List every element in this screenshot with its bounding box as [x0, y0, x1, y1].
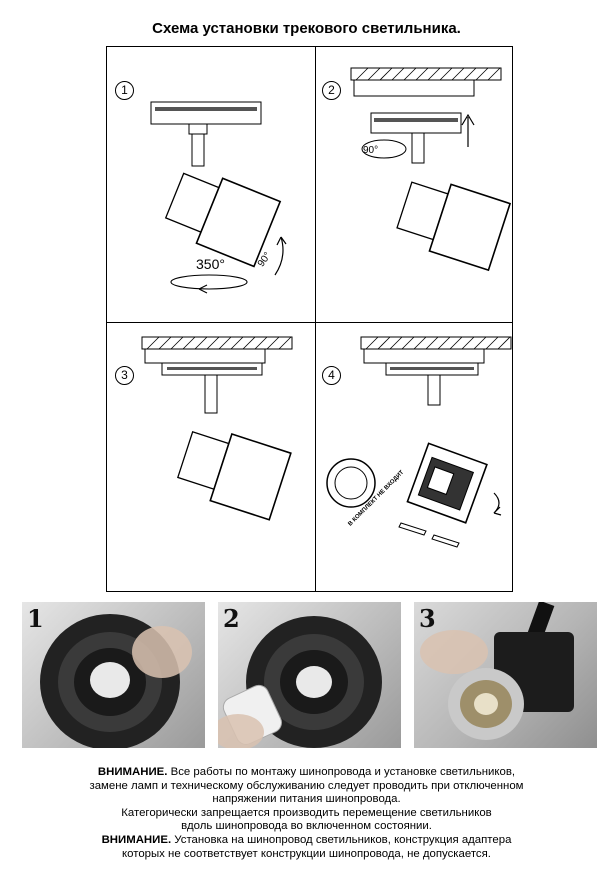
page-title: Схема установки трекового светильника. [152, 20, 461, 37]
step-number-badge: 3 [115, 366, 134, 385]
photo-2: 2 [218, 602, 401, 748]
step-3-illustration [141, 336, 293, 521]
prohibition-line-2: вдоль шинопровода во включенном состояни… [181, 820, 432, 833]
photo-3-spotlight-image [420, 602, 574, 740]
warning-1-line-2: замене ламп и техническому обслуживанию … [89, 779, 524, 792]
step-2-illustration: 90° [350, 67, 512, 272]
photo-3: 3 [414, 602, 597, 748]
step-number-badge: 1 [115, 81, 134, 100]
photo-1: 1 [22, 602, 205, 748]
photo-2-spotlight-image [218, 616, 382, 748]
step-1-panel: 1 90° 350° [107, 47, 315, 322]
step-2-panel: 2 90° [316, 47, 514, 322]
step-4-illustration: В КОМПЛЕКТ НЕ ВХОДИТ [326, 336, 512, 548]
step-number-badge: 4 [322, 366, 341, 385]
warning-2-label: ВНИМАНИЕ. [101, 833, 172, 846]
rotation-label: 90° [363, 145, 378, 156]
warning-1-line-3: напряжении питания шинопровода. [212, 793, 401, 806]
step-number-badge: 2 [322, 81, 341, 100]
warning-2-text: Установка на шинопровод светильников, ко… [171, 833, 512, 846]
warning-1-line-1: ВНИМАНИЕ. Все работы по монтажу шинопров… [0, 766, 613, 780]
photo-number: 1 [27, 604, 44, 633]
grid-divider-vertical [315, 47, 316, 591]
warning-1-label: ВНИМАНИЕ. [97, 766, 168, 778]
step-1-illustration: 90° 350° [150, 101, 287, 294]
warning-2-line-1: ВНИМАНИЕ. Установка на шинопровод светил… [0, 834, 613, 848]
step-3-panel: 3 [107, 323, 315, 593]
photo-1-spotlight-image [40, 614, 192, 748]
safety-notes: ВНИМАНИЕ. Все работы по монтажу шинопров… [0, 766, 613, 861]
prohibition-line-1: Категорически запрещается производить пе… [121, 806, 492, 819]
step-4-panel: 4 [316, 323, 514, 593]
installation-diagram-grid: 1 90° 350° 2 [106, 46, 513, 592]
photo-number: 3 [419, 604, 436, 633]
rotation-label: 350° [196, 256, 225, 272]
grid-divider-horizontal [107, 322, 512, 323]
warning-1-text: Все работы по монтажу шинопровода и уста… [167, 766, 516, 778]
warning-2-line-2: которых не соответствует конструкции шин… [122, 847, 491, 860]
photo-number: 2 [223, 604, 240, 633]
